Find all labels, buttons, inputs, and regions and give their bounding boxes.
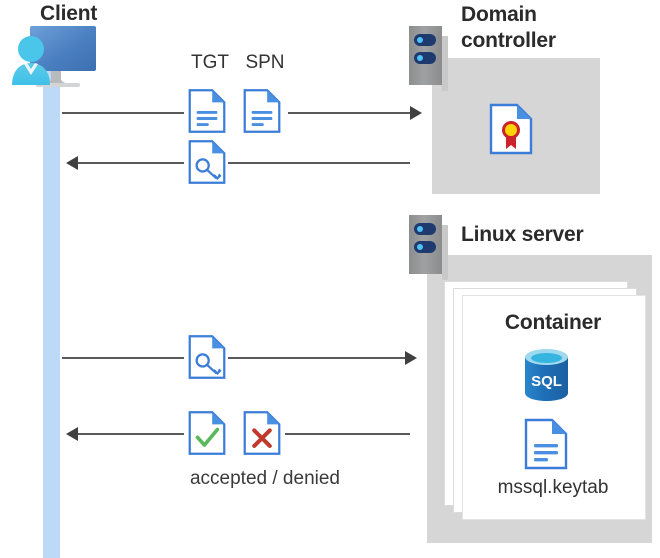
linux-server-label: Linux server <box>461 223 584 246</box>
client-label: Client <box>40 2 98 25</box>
svg-text:SQL: SQL <box>531 373 562 390</box>
accepted-check-document-icon <box>188 410 226 456</box>
message-4-line-left <box>78 433 184 435</box>
message-2-line-left <box>78 162 184 164</box>
tgt-document-icon <box>188 88 226 134</box>
domain-controller-label-line2: controller <box>461 29 556 52</box>
tgt-label: TGT <box>191 52 229 73</box>
message-3-line-left <box>62 357 184 359</box>
spn-label: SPN <box>245 52 285 73</box>
domain-controller-label-line1: Domain <box>461 3 537 26</box>
accepted-denied-caption: accepted / denied <box>189 468 340 489</box>
certificate-document-icon <box>489 103 533 155</box>
denied-cross-document-icon <box>243 410 281 456</box>
message-3-line-right <box>228 357 405 359</box>
client-lifeline <box>43 68 60 558</box>
domain-controller-label: Domain controller <box>461 2 631 54</box>
container-card-front <box>462 295 646 520</box>
message-2-line-right <box>228 162 410 164</box>
message-3-arrowhead <box>405 351 417 365</box>
sql-database-icon: SQL <box>523 348 570 402</box>
message-1-line-right <box>288 112 410 114</box>
message-4-arrowhead <box>66 427 78 441</box>
linux-server-rack-icon <box>409 215 448 280</box>
spn-document-icon <box>243 88 281 134</box>
message-1-arrowhead <box>410 106 422 120</box>
domain-controller-rack-icon <box>409 26 448 91</box>
key-document-icon-linux <box>188 334 226 380</box>
container-label: Container <box>504 311 602 334</box>
keytab-filename-label: mssql.keytab <box>497 477 609 498</box>
key-document-icon-dc <box>188 139 226 185</box>
message-4-line-right <box>285 433 410 435</box>
user-monitor-icon <box>8 23 108 89</box>
message-1-line-left <box>62 112 184 114</box>
keytab-document-icon <box>524 418 568 470</box>
message-2-arrowhead <box>66 156 78 170</box>
